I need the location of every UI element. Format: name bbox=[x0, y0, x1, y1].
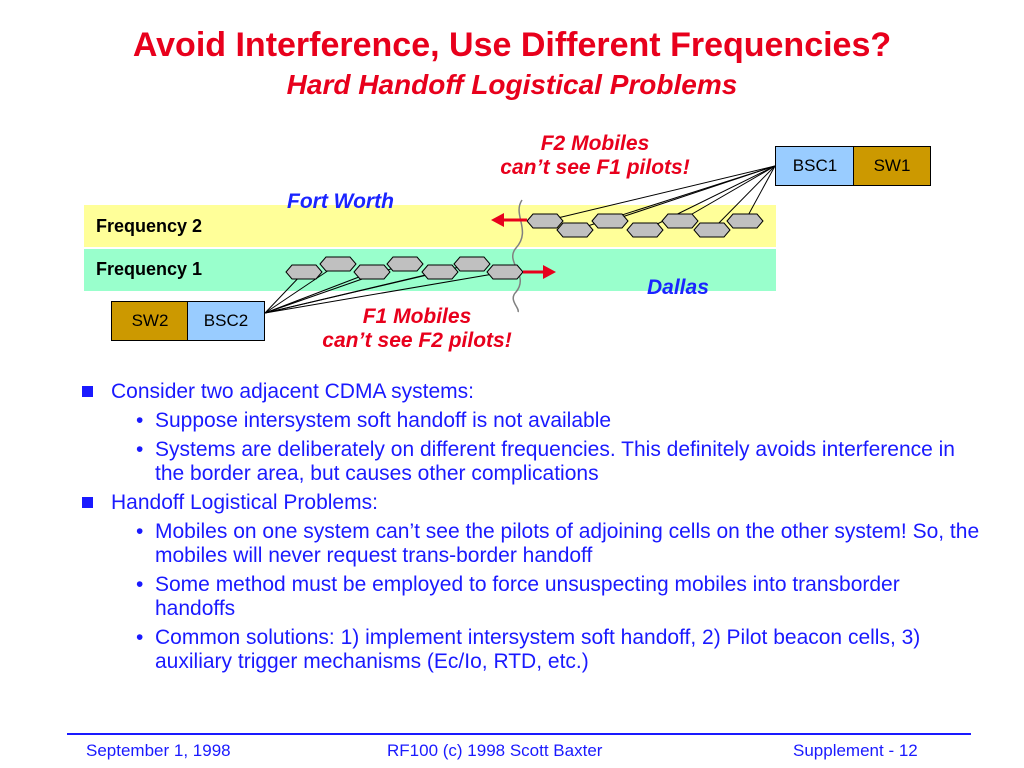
dot-bullet-icon: • bbox=[136, 626, 144, 649]
city-dallas: Dallas bbox=[647, 276, 709, 299]
bullet-list: Consider two adjacent CDMA systems: • Su… bbox=[82, 380, 982, 679]
f1-handoff-arrow bbox=[523, 265, 556, 279]
f1-cell bbox=[319, 256, 357, 272]
f2-cell bbox=[626, 222, 664, 238]
city-fort-worth: Fort Worth bbox=[287, 190, 394, 213]
f1-cell bbox=[421, 264, 459, 280]
f2-cell bbox=[661, 213, 699, 229]
f2-cell bbox=[591, 213, 629, 229]
sub-bullet-text: Mobiles on one system can’t see the pilo… bbox=[155, 520, 980, 567]
slide-title: Avoid Interference, Use Different Freque… bbox=[132, 26, 892, 64]
f2-mobiles-note: F2 Mobiles can’t see F1 pilots! bbox=[470, 132, 720, 180]
sub-bullet-item: • Mobiles on one system can’t see the pi… bbox=[82, 520, 982, 568]
sub-bullet-text: Systems are deliberately on different fr… bbox=[155, 438, 955, 485]
frequency-2-band: Frequency 2 bbox=[84, 205, 776, 247]
frequency-1-label: Frequency 1 bbox=[96, 259, 203, 279]
footer-page: Supplement - 12 bbox=[793, 741, 918, 760]
slide-subtitle: Hard Handoff Logistical Problems bbox=[286, 69, 738, 100]
f1-cell bbox=[486, 264, 524, 280]
sub-bullet-item: • Common solutions: 1) implement intersy… bbox=[82, 626, 982, 674]
f2-cell bbox=[726, 213, 764, 229]
bsc2-links bbox=[264, 263, 506, 314]
footer-divider bbox=[67, 733, 971, 735]
f1-cell bbox=[285, 264, 323, 280]
dot-bullet-icon: • bbox=[136, 573, 144, 596]
sw1-box: SW1 bbox=[853, 146, 931, 186]
f2-note-line1: F2 Mobiles bbox=[540, 132, 650, 155]
bullet-item: Handoff Logistical Problems: bbox=[82, 491, 982, 515]
f1-note-line1: F1 Mobiles bbox=[362, 305, 472, 328]
sub-bullet-item: • Some method must be employed to force … bbox=[82, 573, 982, 621]
sub-bullet-text: Suppose intersystem soft handoff is not … bbox=[155, 409, 612, 432]
sub-bullet-text: Common solutions: 1) implement intersyst… bbox=[155, 626, 921, 673]
sw2-box: SW2 bbox=[111, 301, 189, 341]
dot-bullet-icon: • bbox=[136, 438, 144, 461]
square-bullet-icon bbox=[82, 497, 93, 508]
f2-handoff-arrow bbox=[491, 213, 527, 227]
bullet-text: Consider two adjacent CDMA systems: bbox=[111, 380, 474, 403]
sub-bullet-item: • Suppose intersystem soft handoff is no… bbox=[82, 409, 982, 433]
dot-bullet-icon: • bbox=[136, 409, 144, 432]
footer-date: September 1, 1998 bbox=[86, 741, 231, 760]
f1-cell bbox=[453, 256, 491, 272]
f2-cell bbox=[526, 213, 564, 229]
f1-cell bbox=[386, 256, 424, 272]
bullet-text: Handoff Logistical Problems: bbox=[111, 491, 378, 514]
f1-mobiles-note: F1 Mobiles can’t see F2 pilots! bbox=[292, 305, 542, 353]
bsc2-box: BSC2 bbox=[187, 301, 265, 341]
bullet-item: Consider two adjacent CDMA systems: bbox=[82, 380, 982, 404]
frequency-2-label: Frequency 2 bbox=[96, 216, 203, 236]
square-bullet-icon bbox=[82, 386, 93, 397]
f2-cell bbox=[556, 222, 594, 238]
dot-bullet-icon: • bbox=[136, 520, 144, 543]
f1-cell bbox=[353, 264, 391, 280]
sub-bullet-item: • Systems are deliberately on different … bbox=[82, 438, 982, 486]
sub-bullet-text: Some method must be employed to force un… bbox=[155, 573, 900, 620]
f2-cell bbox=[693, 222, 731, 238]
bsc1-box: BSC1 bbox=[775, 146, 855, 186]
f1-note-line2: can’t see F2 pilots! bbox=[322, 329, 512, 352]
footer-course: RF100 (c) 1998 Scott Baxter bbox=[387, 741, 603, 760]
system-border-line bbox=[512, 199, 524, 313]
f2-note-line2: can’t see F1 pilots! bbox=[500, 156, 690, 179]
